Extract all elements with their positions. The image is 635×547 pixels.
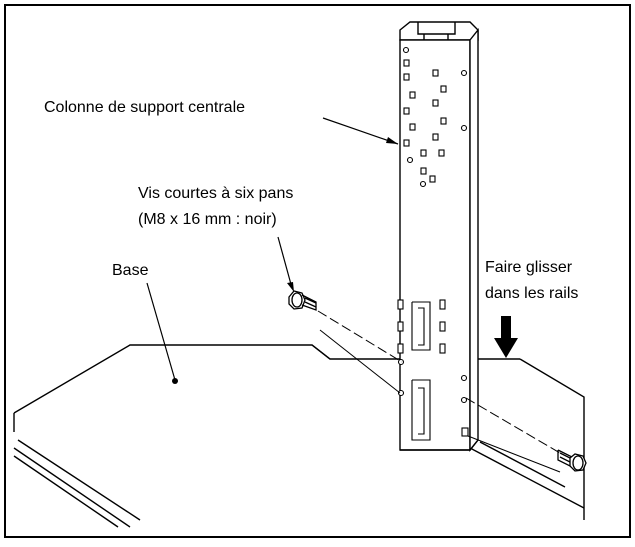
label-screw-spec: (M8 x 16 mm : noir): [138, 211, 277, 228]
base-plate: [13, 344, 585, 528]
label-slide-instruction-line2: dans les rails: [485, 285, 578, 302]
figure-frame: [4, 4, 631, 538]
label-short-hex-screws: Vis courtes à six pans: [138, 185, 293, 202]
label-central-support-column: Colonne de support centrale: [44, 99, 245, 116]
base-leader-dot: [172, 378, 178, 384]
column-holes: [397, 46, 469, 441]
slide-down-arrow: [494, 316, 518, 358]
hex-screw-left: [288, 290, 317, 311]
insertion-guides: [317, 310, 561, 473]
leader-arrowhead-column: [386, 137, 398, 144]
leader-arrowhead-screw: [287, 282, 294, 292]
hex-screw-right: [557, 449, 587, 472]
label-slide-instruction-line1: Faire glisser: [485, 259, 573, 276]
label-base: Base: [112, 262, 149, 279]
central-support-column: [399, 21, 479, 452]
leader-lines: [146, 117, 399, 381]
